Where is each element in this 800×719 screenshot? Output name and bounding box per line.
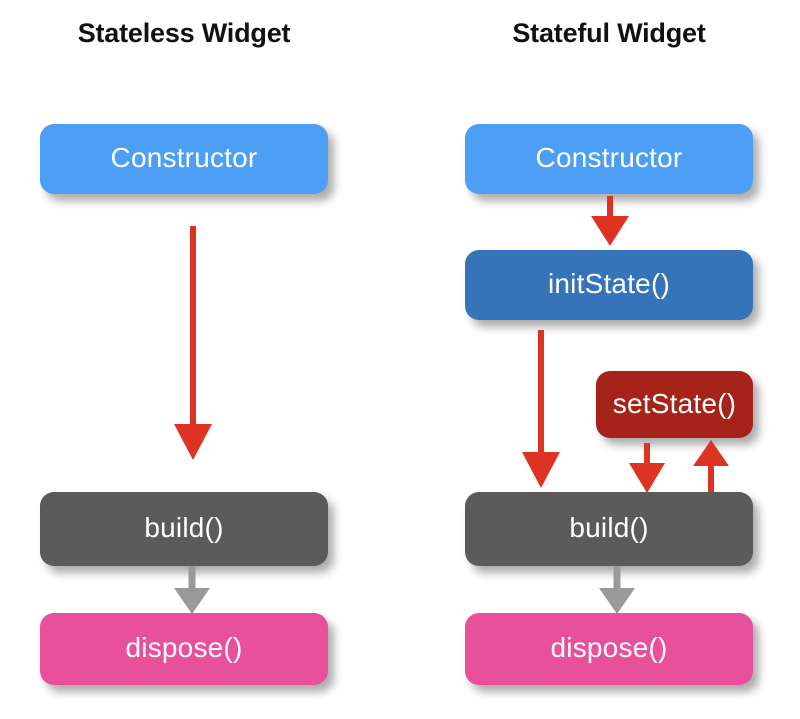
arrow-stateful-constructor-to-initstate bbox=[587, 196, 633, 248]
node-label: setState() bbox=[612, 387, 737, 419]
arrow-stateless-constructor-to-build bbox=[170, 226, 216, 462]
node-label: dispose() bbox=[550, 632, 668, 663]
arrow-stateful-build-to-setstate bbox=[689, 440, 733, 494]
arrow-stateful-initstate-to-build bbox=[518, 330, 564, 490]
node-stateless-dispose[interactable]: dispose() bbox=[40, 613, 328, 685]
node-label: initState() bbox=[547, 268, 671, 299]
arrow-stateless-build-to-dispose bbox=[168, 566, 216, 616]
node-stateful-constructor[interactable]: Constructor bbox=[465, 124, 753, 194]
node-label: build() bbox=[144, 512, 224, 543]
node-label: Constructor bbox=[110, 142, 258, 173]
page-title-stateful: Stateful Widget bbox=[512, 18, 706, 48]
node-stateful-dispose[interactable]: dispose() bbox=[465, 613, 753, 685]
page-title-stateless: Stateless Widget bbox=[77, 18, 291, 48]
node-label: Constructor bbox=[535, 142, 683, 173]
node-stateless-constructor[interactable]: Constructor bbox=[40, 124, 328, 194]
node-stateful-setstate[interactable]: setState() bbox=[596, 371, 753, 438]
node-stateful-build[interactable]: build() bbox=[465, 492, 753, 566]
arrow-stateful-setstate-to-build bbox=[625, 443, 669, 495]
node-label: dispose() bbox=[125, 632, 243, 663]
node-label: build() bbox=[569, 512, 649, 543]
node-stateful-initstate[interactable]: initState() bbox=[465, 250, 753, 320]
arrow-stateful-build-to-dispose bbox=[593, 566, 641, 616]
node-stateless-build[interactable]: build() bbox=[40, 492, 328, 566]
